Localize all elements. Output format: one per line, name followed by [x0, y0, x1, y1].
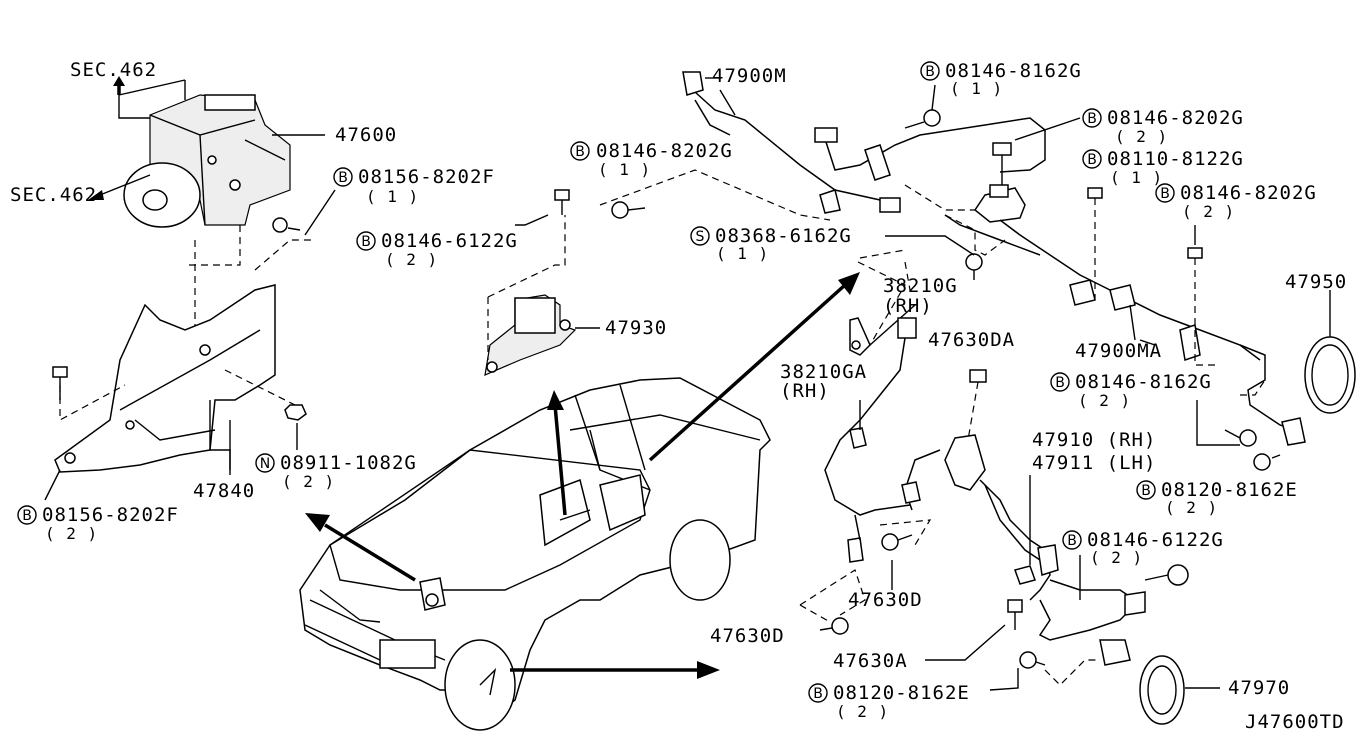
part-47970: 47970	[1228, 677, 1290, 699]
fastener-08368-6162g: S 08368-6162G ( 1 )	[690, 225, 852, 263]
fastener-08156-8202f-2: B 08156-8202F ( 2 )	[17, 504, 179, 543]
svg-text:08146-6122G: 08146-6122G	[381, 230, 518, 252]
part-47630a: 47630A	[833, 650, 908, 672]
part-38210g: 38210G	[883, 275, 958, 297]
part-38210ga: 38210GA	[780, 361, 867, 383]
svg-text:08146-8202G: 08146-8202G	[1107, 107, 1244, 129]
fastener-08120-8162e-bottom: B 08120-8162E ( 2 )	[808, 682, 970, 721]
svg-text:B: B	[1067, 533, 1077, 549]
svg-text:B: B	[1160, 186, 1170, 202]
harness-47900ma	[944, 214, 1306, 446]
bracket-47840	[54, 284, 276, 473]
svg-text:08146-8162G: 08146-8162G	[1075, 371, 1212, 393]
part-47910: 47910 (RH)	[1032, 429, 1156, 451]
part-47630da: 47630DA	[928, 329, 1015, 351]
part-47950: 47950	[1285, 271, 1347, 293]
svg-text:( 2 ): ( 2 )	[1182, 202, 1235, 221]
svg-text:( 2 ): ( 2 )	[282, 472, 335, 491]
svg-text:B: B	[22, 508, 32, 524]
front-harness-47910	[901, 434, 1146, 666]
fastener-08146-8202g-2-right: B 08146-8202G ( 2 )	[1155, 182, 1317, 221]
fastener-08146-8202g-2-top: B 08146-8202G ( 2 )	[1082, 107, 1244, 146]
svg-text:08911-1082G: 08911-1082G	[280, 452, 417, 474]
rear-wheel	[669, 519, 731, 601]
part-47900m: 47900M	[712, 65, 787, 87]
sec-462-top: SEC.462	[70, 59, 157, 81]
svg-text:B: B	[813, 686, 823, 702]
fastener-08156-8202f-1: B 08156-8202F ( 1 )	[333, 166, 495, 206]
arrow-to-bracket	[324, 523, 416, 582]
part-47600: 47600	[335, 124, 397, 146]
fastener-08146-8162g-2: B 08146-8162G ( 2 )	[1050, 371, 1212, 410]
fastener-08146-6122g-2-left: B 08146-6122G ( 2 )	[356, 230, 518, 269]
svg-text:08110-8122G: 08110-8122G	[1107, 148, 1244, 170]
svg-text:S: S	[696, 229, 705, 245]
svg-text:B: B	[1055, 375, 1065, 391]
svg-text:( 2 ): ( 2 )	[385, 250, 438, 269]
svg-text:B: B	[575, 144, 585, 160]
svg-text:( 1 ): ( 1 )	[1110, 168, 1163, 187]
svg-text:( 1 ): ( 1 )	[366, 187, 419, 206]
arrow-to-gsensor	[553, 404, 567, 516]
svg-text:08146-8162G: 08146-8162G	[945, 60, 1082, 82]
svg-text:08146-8202G: 08146-8202G	[1180, 182, 1317, 204]
svg-text:08146-6122G: 08146-6122G	[1087, 529, 1224, 551]
svg-text:08120-8162E: 08120-8162E	[833, 682, 970, 704]
fastener-08110-8122g: B 08110-8122G ( 1 )	[1082, 148, 1244, 187]
svg-text:( 1 ): ( 1 )	[950, 79, 1003, 98]
g-sensor-47930	[484, 294, 577, 376]
svg-text:08368-6162G: 08368-6162G	[715, 225, 852, 247]
svg-text:B: B	[925, 64, 935, 80]
arrow-to-rear-sensor	[648, 283, 847, 462]
diagram-code: J47600TD	[1245, 711, 1345, 733]
sec-462-left: SEC.462	[10, 184, 97, 206]
fastener-08120-8162e-right: B 08120-8162E ( 2 )	[1136, 479, 1298, 517]
part-38210g-rh: (RH)	[883, 295, 933, 317]
svg-text:( 1 ): ( 1 )	[598, 160, 651, 179]
svg-text:B: B	[338, 170, 348, 186]
part-47900ma: 47900MA	[1075, 340, 1162, 362]
svg-text:B: B	[1087, 152, 1097, 168]
fastener-08146-6122g-2-right: B 08146-6122G ( 2 )	[1062, 529, 1224, 567]
svg-text:B: B	[361, 234, 371, 250]
svg-text:( 2 ): ( 2 )	[836, 702, 889, 721]
abs-actuator-47600	[118, 79, 325, 228]
svg-text:( 2 ): ( 2 )	[1090, 548, 1143, 567]
svg-text:N: N	[260, 456, 270, 472]
fastener-08911-1082g: N 08911-1082G ( 2 )	[255, 452, 417, 491]
part-47930: 47930	[605, 317, 667, 339]
fastener-08146-8162g-1: B 08146-8162G ( 1 )	[920, 60, 1082, 98]
svg-text:( 2 ): ( 2 )	[1078, 391, 1131, 410]
svg-text:B: B	[1087, 111, 1097, 127]
junction-block	[973, 184, 1026, 223]
svg-text:08120-8162E: 08120-8162E	[1161, 479, 1298, 501]
svg-text:08156-8202F: 08156-8202F	[358, 166, 495, 188]
svg-text:( 2 ): ( 2 )	[45, 524, 98, 543]
side-window	[599, 474, 646, 532]
svg-text:( 2 ): ( 2 )	[1165, 498, 1218, 517]
part-38210ga-rh: (RH)	[780, 380, 830, 402]
svg-text:( 2 ): ( 2 )	[1115, 127, 1168, 146]
sensor-rotor-47970	[1139, 655, 1185, 725]
part-47630d-upper: 47630D	[848, 589, 923, 611]
svg-text:B: B	[1141, 483, 1151, 499]
svg-text:08146-8202G: 08146-8202G	[596, 140, 733, 162]
fastener-08146-8202g-1: B 08146-8202G ( 1 )	[570, 140, 733, 179]
svg-text:( 1 ): ( 1 )	[716, 244, 769, 263]
part-47630d-lower: 47630D	[710, 625, 785, 647]
sensor-38210ga	[824, 317, 917, 563]
svg-text:08156-8202F: 08156-8202F	[42, 504, 179, 526]
part-47911: 47911 (LH)	[1032, 452, 1156, 474]
bracket-38210g	[849, 317, 871, 356]
part-47840: 47840	[193, 480, 255, 502]
harness-47900m	[682, 71, 1046, 214]
